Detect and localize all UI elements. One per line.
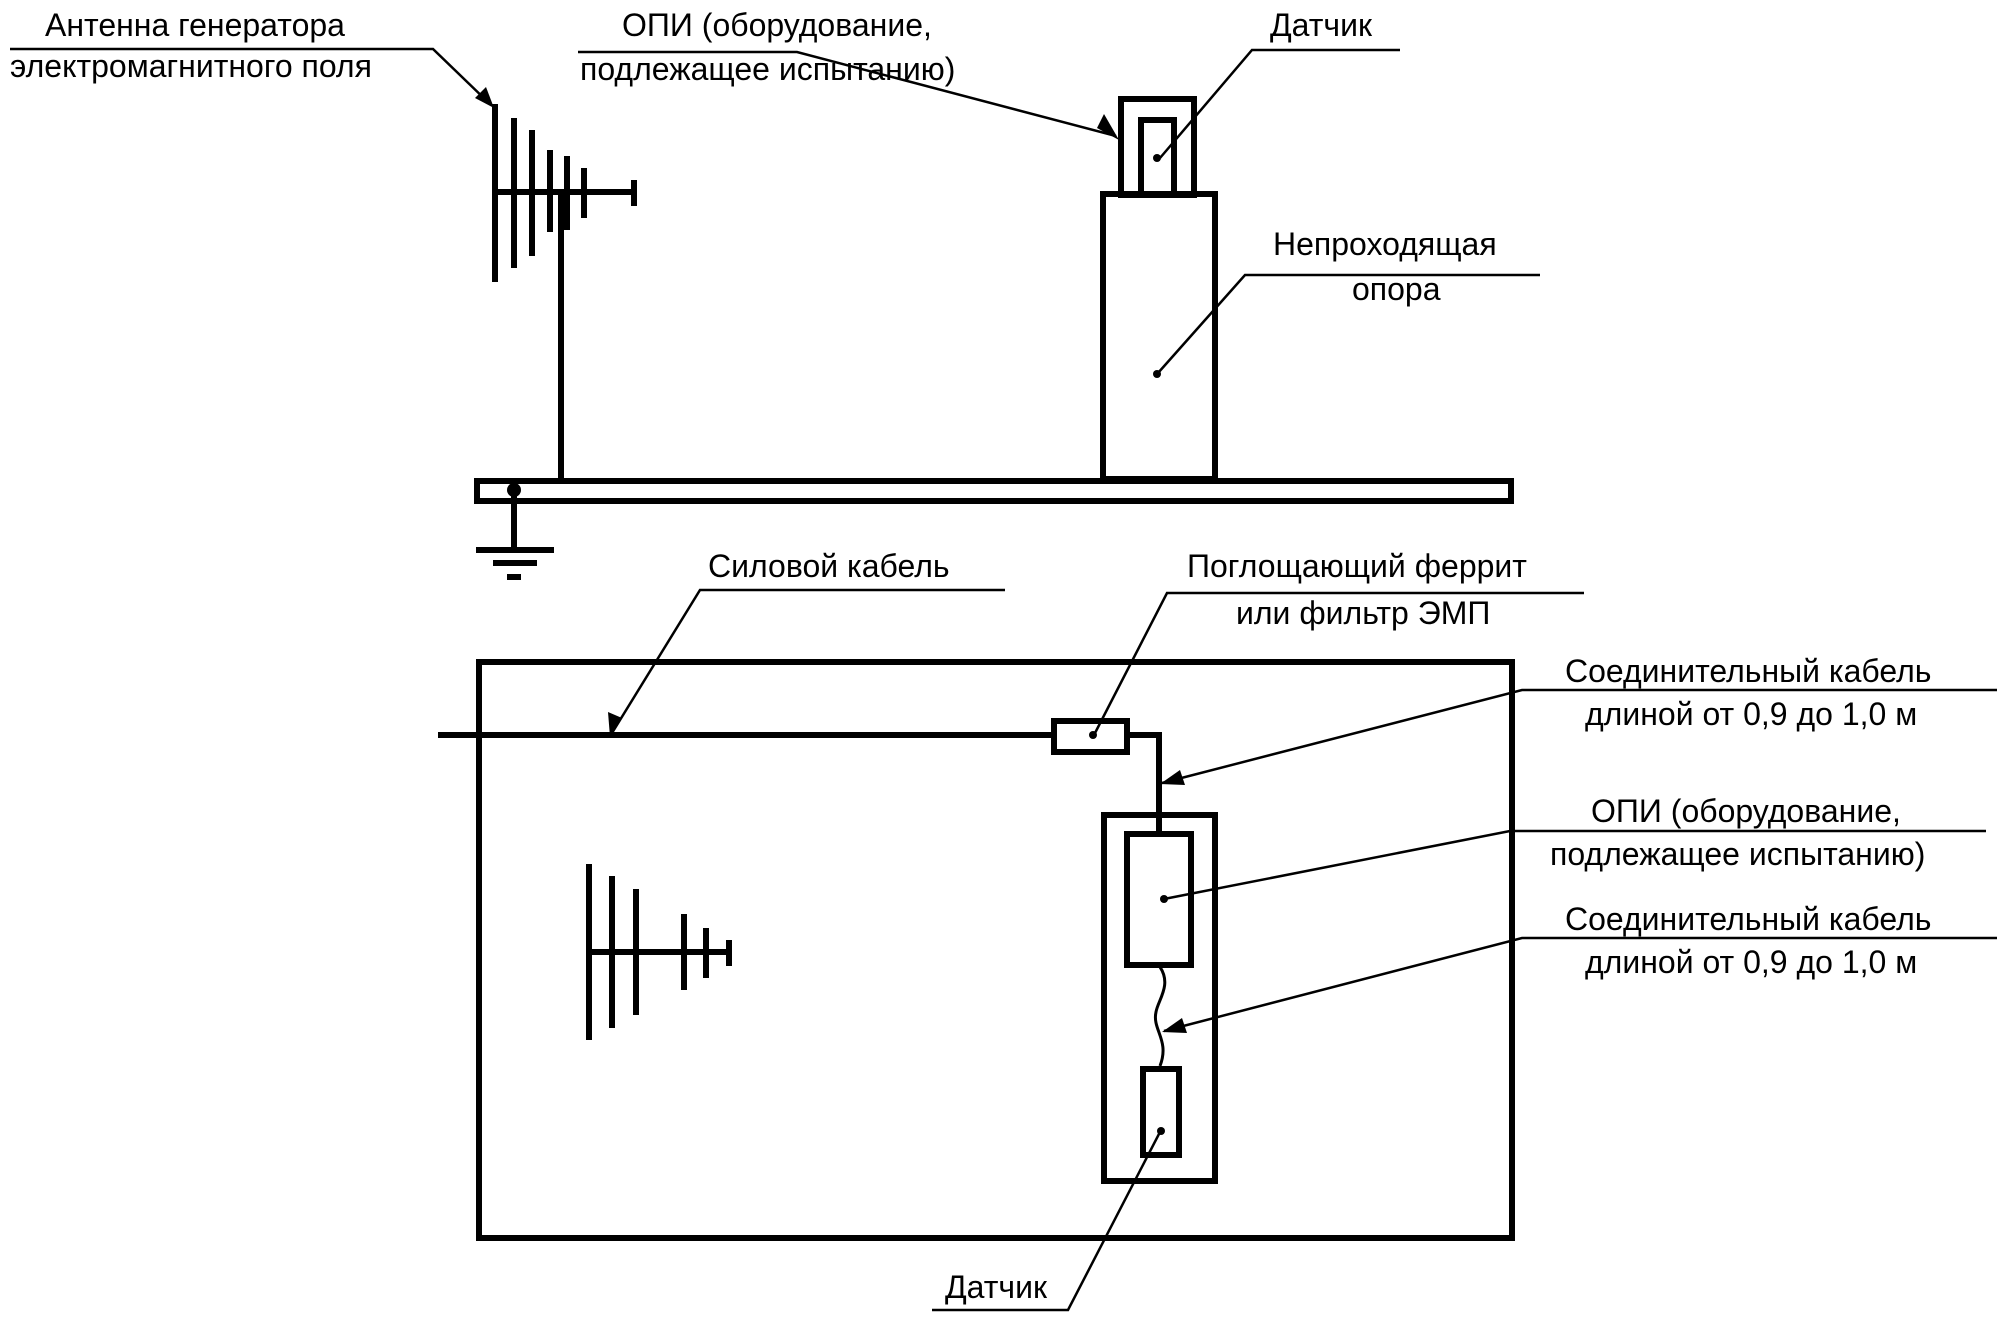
label-cable-1-line1: Соединительный кабель (1565, 653, 1931, 689)
arrowhead-antenna (475, 87, 494, 108)
leader-eut-top (578, 50, 1117, 138)
label-sensor-bottom-line1: Датчик (945, 1269, 1048, 1305)
leader-sensor-bottom (932, 1131, 1162, 1312)
label-eut-top: ОПИ (оборудование, подлежащее испытанию) (578, 7, 1119, 140)
label-cable-2-line2: длиной от 0,9 до 1,0 м (1585, 944, 1917, 980)
anchor-dot (1160, 895, 1168, 903)
label-sensor-bottom: Датчик (932, 1127, 1165, 1312)
label-cable-1: Соединительный кабель длиной от 0,9 до 1… (1160, 653, 1997, 785)
label-power-cable: Силовой кабель (608, 548, 1005, 737)
label-cable-1-line2: длиной от 0,9 до 1,0 м (1585, 696, 1917, 732)
label-support-line2: опора (1352, 271, 1441, 307)
interconnect-cable-2 (1153, 966, 1167, 1067)
anchor-dot (1153, 154, 1161, 162)
arrowhead-power-cable (608, 712, 622, 737)
anchor-dot (1153, 370, 1161, 378)
label-power-cable-line1: Силовой кабель (708, 548, 950, 584)
label-ferrite: Поглощающий феррит или фильтр ЭМП (1089, 548, 1584, 739)
antenna-icon-bottom (586, 864, 732, 1040)
anchor-dot (1157, 1127, 1165, 1135)
sensor-bottom (1140, 1066, 1182, 1158)
test-area-outline (476, 659, 1515, 1241)
non-conductive-support (1100, 191, 1218, 482)
label-eut-bottom-line2: подлежащее испытанию) (1550, 836, 1925, 872)
leader-ferrite (1092, 591, 1584, 736)
ground-plane (474, 478, 1514, 504)
label-ferrite-line1: Поглощающий феррит (1187, 548, 1527, 584)
arrowhead-eut-top (1097, 114, 1119, 140)
label-antenna-line1: Антенна генератора (45, 7, 345, 43)
interconnect-cable-1 (1127, 732, 1162, 812)
arrowhead-cable-2 (1162, 1018, 1187, 1033)
ground-icon (476, 490, 554, 580)
label-eut-top-line1: ОПИ (оборудование, (622, 7, 932, 43)
antenna-icon-top (492, 104, 637, 479)
label-support-line1: Непроходящая (1273, 226, 1497, 262)
leader-antenna (10, 47, 491, 105)
anchor-dot (1089, 731, 1097, 739)
leader-cable-1 (1161, 688, 1997, 785)
label-support: Непроходящая опора (1153, 226, 1540, 378)
leader-sensor-top (1159, 48, 1400, 159)
label-antenna: Антенна генератора электромагнитного пол… (10, 7, 494, 108)
arrowhead-cable-1 (1160, 770, 1185, 785)
leader-eut-bottom (1163, 829, 1986, 901)
label-cable-2-line1: Соединительный кабель (1565, 901, 1931, 937)
label-ferrite-line2: или фильтр ЭМП (1236, 595, 1490, 631)
leader-cable-2 (1163, 936, 1997, 1033)
eut-top (1118, 96, 1197, 198)
label-antenna-line2: электромагнитного поля (10, 48, 372, 84)
label-cable-2: Соединительный кабель длиной от 0,9 до 1… (1162, 901, 1997, 1033)
eut-bottom (1124, 831, 1194, 968)
label-eut-bottom: ОПИ (оборудование, подлежащее испытанию) (1160, 793, 1986, 903)
label-sensor-top-line1: Датчик (1270, 7, 1373, 43)
leader-support (1157, 273, 1540, 374)
side-view: Антенна генератора электромагнитного пол… (10, 7, 1540, 580)
plan-view: Силовой кабель Поглощающий феррит или фи… (438, 548, 1997, 1312)
leader-power-cable (610, 588, 1005, 734)
label-eut-bottom-line1: ОПИ (оборудование, (1591, 793, 1901, 829)
label-eut-top-line2: подлежащее испытанию) (580, 51, 955, 87)
label-sensor-top: Датчик (1153, 7, 1400, 162)
